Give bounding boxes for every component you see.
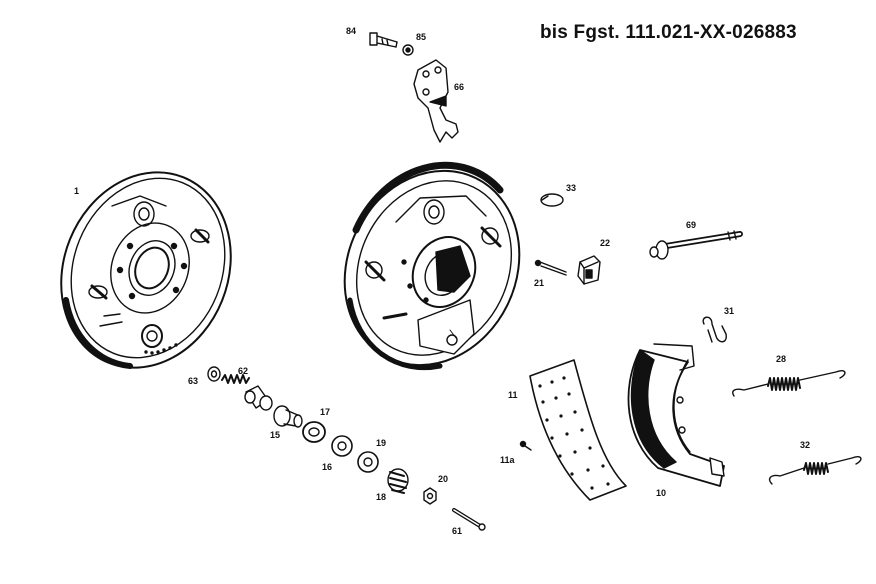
part-19-washer bbox=[357, 451, 379, 473]
part-number-17: 17 bbox=[320, 407, 331, 417]
part-number-62: 62 bbox=[238, 366, 249, 376]
part-number-16: 16 bbox=[322, 462, 333, 472]
part-31-spring-clip bbox=[702, 316, 727, 343]
part-number-19: 19 bbox=[376, 438, 387, 448]
part-number-85: 85 bbox=[416, 32, 427, 42]
part-62-sleeve bbox=[244, 385, 273, 411]
part-number-84: 84 bbox=[346, 26, 357, 36]
part-33-pad bbox=[540, 193, 564, 207]
part-66-lever bbox=[413, 59, 459, 143]
part-number-32: 32 bbox=[800, 440, 811, 450]
part-69-bolt bbox=[649, 230, 743, 260]
assembled-brake bbox=[343, 161, 521, 371]
part-number-33: 33 bbox=[566, 183, 577, 193]
part-number-15: 15 bbox=[270, 430, 281, 440]
part-61-pin bbox=[452, 508, 486, 531]
part-62-spring bbox=[221, 374, 250, 384]
part-number-61: 61 bbox=[452, 526, 463, 536]
part-number-22: 22 bbox=[600, 238, 611, 248]
part-11a-rivet bbox=[519, 440, 532, 451]
part-number-21: 21 bbox=[534, 278, 545, 288]
part-32-spring bbox=[768, 455, 862, 485]
part-number-20: 20 bbox=[438, 474, 449, 484]
part-20-nut bbox=[423, 487, 437, 505]
part-11-lining bbox=[529, 359, 627, 501]
leader-lines bbox=[449, 329, 457, 339]
part-84-bolt bbox=[369, 32, 398, 48]
diagram-title: bis Fgst. 111.021-XX-026883 bbox=[540, 22, 797, 43]
part-number-28: 28 bbox=[776, 354, 787, 364]
part-85-nut bbox=[402, 44, 414, 56]
part-16-washer bbox=[331, 435, 353, 457]
part-number-69: 69 bbox=[686, 220, 697, 230]
part-22-clip bbox=[577, 255, 601, 285]
part-17-washer bbox=[302, 421, 326, 443]
part-number-11: 11 bbox=[508, 390, 518, 400]
part-number-10: 10 bbox=[656, 488, 667, 498]
part-number-63: 63 bbox=[188, 376, 199, 386]
part-number-31: 31 bbox=[724, 306, 735, 316]
part-number-1: 1 bbox=[74, 186, 80, 196]
part-number-66: 66 bbox=[454, 82, 465, 92]
part-number-18: 18 bbox=[376, 492, 387, 502]
part-18-cup bbox=[387, 468, 409, 494]
part-28-spring bbox=[732, 369, 846, 397]
part-63-washer bbox=[207, 366, 221, 382]
part-1-backing-plate bbox=[60, 171, 232, 369]
part-number-11a: 11a bbox=[500, 455, 515, 465]
part-15-bolt bbox=[273, 405, 303, 428]
part-10-brake-shoe bbox=[627, 343, 725, 487]
part-21-pin bbox=[534, 259, 567, 276]
